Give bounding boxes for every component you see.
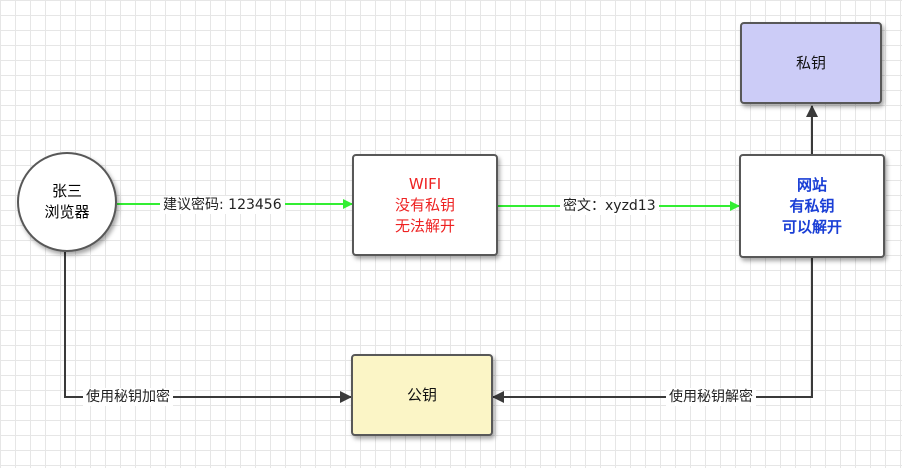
public-key-label: 公钥 <box>406 385 437 404</box>
public-key-node: 公钥 <box>351 354 493 436</box>
website-node-line2: 有私钥 <box>789 196 835 215</box>
website-node-line1: 网站 <box>796 175 827 194</box>
wifi-node-line2: 没有私钥 <box>394 195 455 214</box>
browser-node: 张三 浏览器 <box>17 152 117 252</box>
label-browser-to-wifi: 建议密码: 123456 <box>160 196 285 214</box>
wifi-node-line3: 无法解开 <box>394 216 455 235</box>
wifi-node-line1: WIFI <box>408 174 442 193</box>
website-node-line3: 可以解开 <box>781 217 842 236</box>
arrow-website-to-public-key <box>492 258 813 403</box>
website-node: 网站 有私钥 可以解开 <box>739 154 885 258</box>
label-website-to-public-key: 使用秘钥解密 <box>666 388 756 406</box>
browser-node-line1: 张三 <box>51 182 82 200</box>
label-browser-to-public-key: 使用秘钥加密 <box>83 388 173 406</box>
wifi-node: WIFI 没有私钥 无法解开 <box>352 154 498 256</box>
private-key-node: 私钥 <box>740 22 882 104</box>
label-wifi-to-website: 密文：xyzd13 <box>560 197 659 215</box>
arrow-browser-to-public-key <box>64 252 352 403</box>
private-key-label: 私钥 <box>795 53 826 72</box>
browser-node-line2: 浏览器 <box>44 203 90 221</box>
